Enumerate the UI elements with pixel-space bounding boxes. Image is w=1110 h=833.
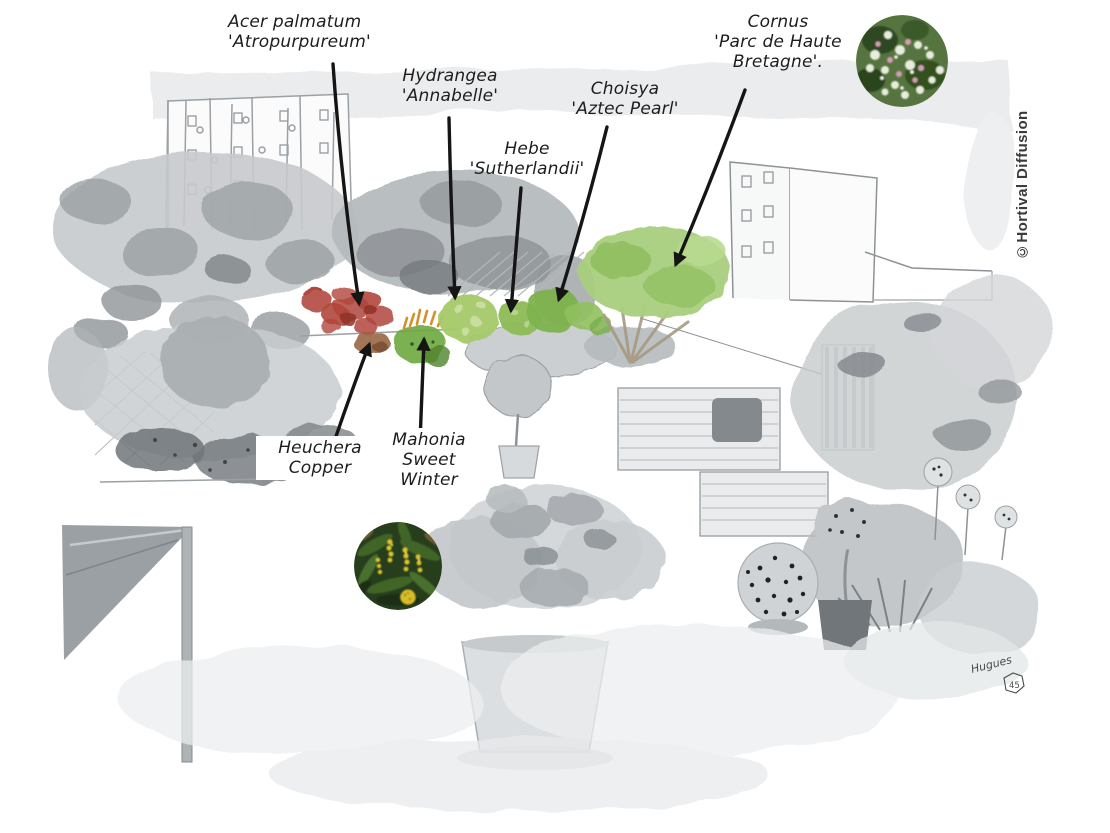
arrow-choisya — [555, 125, 609, 303]
label-hebe: Hebe 'Sutherlandii' — [469, 139, 585, 180]
left-bed-plants — [80, 317, 360, 485]
right-building — [729, 161, 993, 303]
mahonia-photo — [354, 522, 442, 610]
heuchera-plant — [353, 332, 391, 354]
topiary-standard — [483, 355, 553, 479]
cornus-tree — [579, 226, 731, 364]
label-mahonia: Mahonia Sweet Winter — [372, 428, 486, 493]
arrow-heuchera — [331, 341, 372, 447]
label-choisya: Choisya 'Aztec Pearl' — [571, 79, 679, 120]
ground-washes — [120, 624, 1025, 813]
arrow-acer — [331, 62, 365, 307]
arrow-hydrangea — [447, 116, 462, 301]
signature-badge-hexagon — [1003, 672, 1025, 694]
annotation-arrows — [331, 62, 747, 447]
copyright-credit: ©Hortival Diffusion — [1014, 110, 1031, 260]
sky-wash — [152, 60, 1016, 250]
label-heuchera: Heuchera Copper — [256, 436, 384, 481]
label-acer-palmatum: Acer palmatum 'Atropurpureum' — [228, 12, 371, 53]
small-tree-in-pot — [814, 499, 882, 650]
right-plant-washes — [793, 274, 1052, 655]
label-cornus: Cornus 'Parc de Haute Bretagne'. — [714, 12, 842, 73]
signature-badge-number: 45 — [1009, 681, 1020, 691]
label-hydrangea: Hydrangea 'Annabelle' — [401, 66, 499, 107]
seed-head-flowers — [923, 457, 1018, 561]
table-corner — [62, 525, 193, 763]
arrow-hebe — [504, 186, 523, 314]
dotted-ball-topiary — [737, 542, 819, 635]
hydrangea-plant — [438, 294, 498, 342]
acer-palmatum-plant — [302, 287, 394, 334]
dark-pot-on-crate — [712, 398, 762, 442]
arrow-cornus — [673, 88, 747, 268]
